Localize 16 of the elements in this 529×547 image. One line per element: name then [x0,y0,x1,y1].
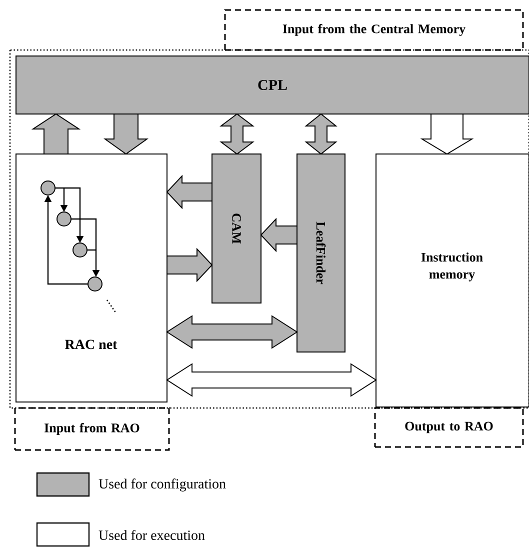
block-arrow [103,114,149,155]
block-arrow [420,114,474,155]
module-box: RAC net [16,154,168,402]
block-arrow [166,248,213,282]
block-arrow [260,218,298,252]
input-label-box: Input from the Central Memory [224,9,524,51]
block-arrow [166,174,212,210]
memory-box: Instruction memory [376,154,529,408]
input-label-box: Input from RAO [14,407,170,451]
processing-bar: CPL [16,56,529,114]
module-box: CAM [212,154,262,304]
legend-label: Used for execution [98,530,205,540]
module-box: LeafFinder [296,154,346,352]
block-arrow [31,113,81,154]
output-label-box: Output to RAO [374,407,524,448]
legend-label: Used for configuration [98,478,226,492]
